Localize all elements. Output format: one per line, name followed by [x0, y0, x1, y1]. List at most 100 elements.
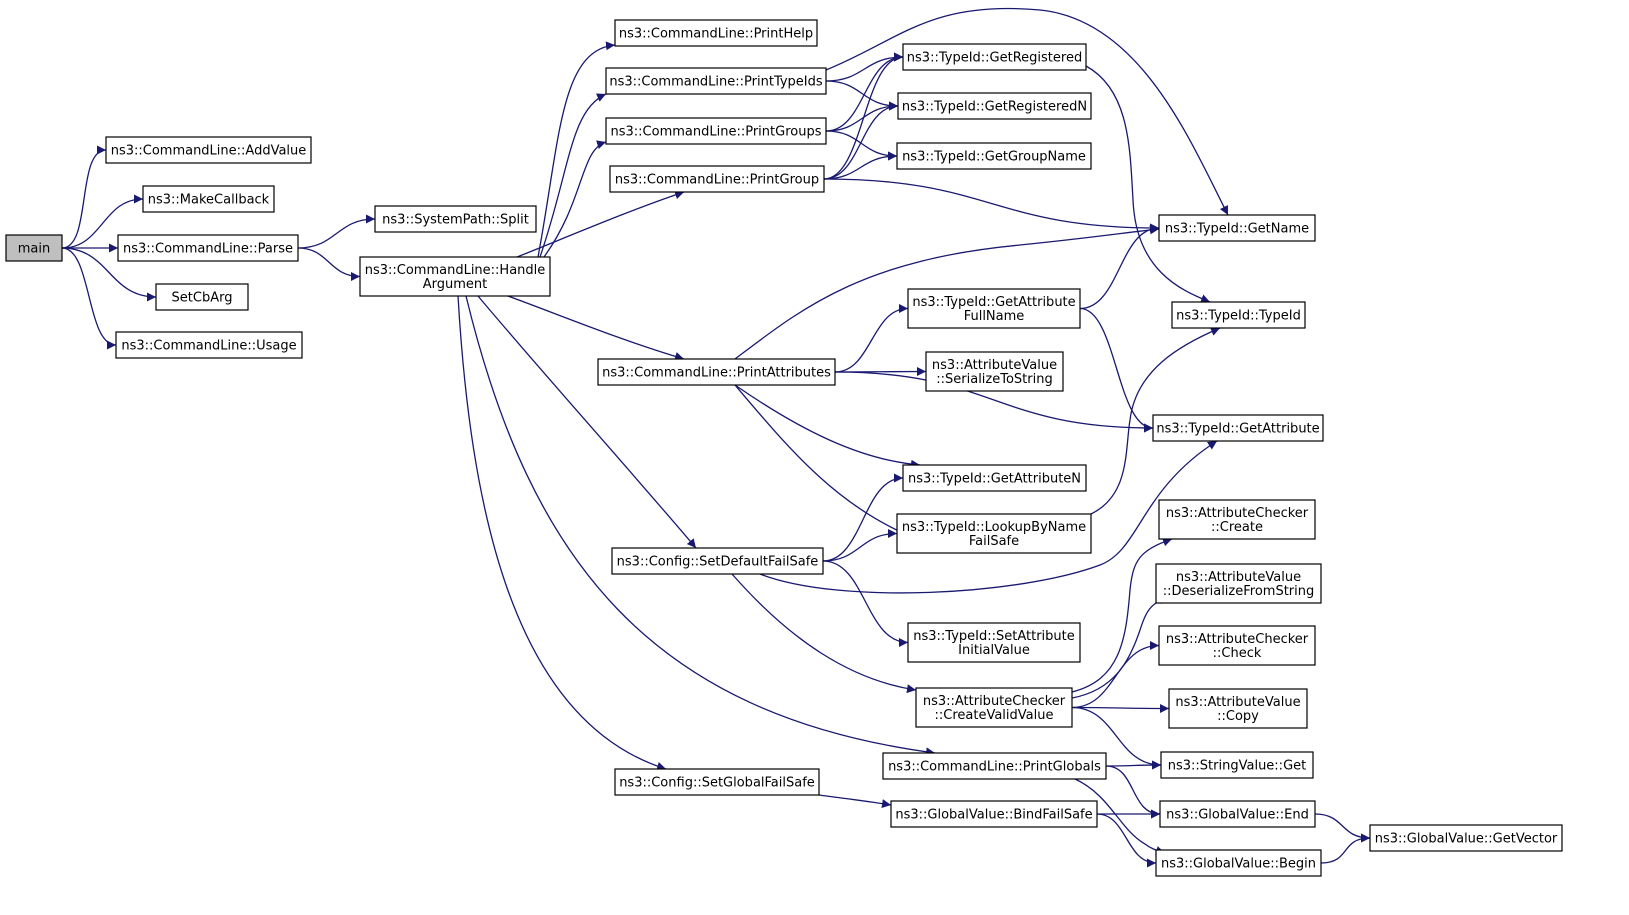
- node-label: ::Copy: [1217, 709, 1259, 724]
- node-getattributen[interactable]: ns3::TypeId::GetAttributeN: [902, 464, 1087, 492]
- edge-gvend-to-gvgetvector: [1314, 813, 1371, 843]
- node-setdefault[interactable]: ns3::Config::SetDefaultFailSafe: [611, 547, 824, 575]
- node-box: [597, 358, 836, 386]
- node-bindfailsafe[interactable]: ns3::GlobalValue::BindFailSafe: [890, 800, 1098, 828]
- node-label: ::Check: [1213, 646, 1262, 661]
- edge-printattributes-to-getname: [734, 225, 1160, 360]
- edge-handle-to-printgroups: [543, 140, 607, 258]
- edge-printglobals-to-gvend: [1105, 765, 1161, 819]
- node-getattribute[interactable]: ns3::TypeId::GetAttribute: [1152, 414, 1324, 442]
- edge-main-to-setcbarg: [61, 247, 157, 302]
- edge-createvalid-to-checkercreate: [1071, 537, 1173, 693]
- node-deserialize[interactable]: ns3::AttributeValue::DeserializeFromStri…: [1155, 563, 1322, 604]
- edge-createvalid-to-valuecopy: [1071, 703, 1170, 713]
- node-box: [907, 622, 1081, 663]
- node-printattributes[interactable]: ns3::CommandLine::PrintAttributes: [597, 358, 836, 386]
- node-label: ns3::AttributeChecker: [1166, 632, 1309, 647]
- node-printglobals[interactable]: ns3::CommandLine::PrintGlobals: [882, 752, 1107, 780]
- node-box: [1158, 625, 1316, 666]
- node-box: [1158, 499, 1316, 540]
- edge-handle-to-printhelp: [537, 41, 616, 258]
- node-label: ns3::TypeId::TypeId: [1176, 309, 1301, 324]
- edge-setdefault-to-lookup: [822, 529, 898, 562]
- edge-setdefault-to-createvalid: [731, 573, 917, 694]
- node-label: Argument: [423, 277, 488, 292]
- node-printgroup[interactable]: ns3::CommandLine::PrintGroup: [609, 165, 825, 193]
- edge-handle-to-printattributes: [507, 295, 685, 361]
- edge-handle-to-setglobal: [457, 295, 667, 771]
- node-box: [359, 256, 551, 297]
- edge-createvalid-to-deserialize: [1071, 594, 1171, 699]
- edge-setdefault-to-setattrinit: [822, 560, 909, 647]
- node-label: ns3::Config::SetGlobalFailSafe: [619, 776, 815, 791]
- node-getname[interactable]: ns3::TypeId::GetName: [1158, 214, 1316, 242]
- node-box: [1168, 688, 1308, 729]
- node-getregisteredn[interactable]: ns3::TypeId::GetRegisteredN: [897, 92, 1092, 120]
- node-box: [1155, 849, 1322, 877]
- node-label: ns3::TypeId::GetName: [1165, 222, 1309, 237]
- node-stringget[interactable]: ns3::StringValue::Get: [1160, 751, 1314, 779]
- edge-getattrfullname-to-getname: [1079, 223, 1160, 310]
- edge-printgroup-to-getregisteredn: [823, 101, 899, 180]
- edge-layer: [61, 7, 1371, 868]
- node-label: ns3::TypeId::SetAttribute: [913, 629, 1075, 644]
- node-checkercheck[interactable]: ns3::AttributeChecker::Check: [1158, 625, 1316, 666]
- node-createvalid[interactable]: ns3::AttributeChecker::CreateValidValue: [915, 687, 1073, 728]
- node-box: [896, 142, 1092, 170]
- node-gvend[interactable]: ns3::GlobalValue::End: [1159, 800, 1316, 828]
- node-getgroupname[interactable]: ns3::TypeId::GetGroupName: [896, 142, 1092, 170]
- edge-setdefault-to-getattribute: [759, 440, 1218, 594]
- edge-setdefault-to-getattributen: [822, 473, 904, 562]
- node-main[interactable]: main: [5, 234, 63, 262]
- edge-setglobal-to-bindfailsafe: [818, 794, 892, 809]
- node-label: InitialValue: [958, 643, 1030, 658]
- node-label: ns3::CommandLine::PrintGlobals: [888, 760, 1101, 775]
- edge-printtypeids-to-getname: [825, 7, 1229, 216]
- node-label: ns3::AttributeValue: [932, 358, 1057, 373]
- node-printhelp[interactable]: ns3::CommandLine::PrintHelp: [614, 19, 818, 47]
- node-box: [155, 283, 249, 311]
- node-label: ns3::GlobalValue::Begin: [1161, 857, 1316, 872]
- edge-handle-to-printglobals: [465, 295, 936, 757]
- node-printtypeids[interactable]: ns3::CommandLine::PrintTypeIds: [605, 67, 827, 95]
- node-printgroups[interactable]: ns3::CommandLine::PrintGroups: [605, 117, 827, 145]
- node-label: ns3::GlobalValue::GetVector: [1375, 832, 1558, 847]
- node-label: ns3::SystemPath::Split: [382, 213, 529, 228]
- node-label: ns3::StringValue::Get: [1168, 759, 1306, 774]
- edge-createvalid-to-stringget: [1071, 706, 1162, 770]
- node-setcbarg[interactable]: SetCbArg: [155, 283, 249, 311]
- node-label: ns3::AttributeValue: [1175, 695, 1300, 710]
- node-label: ::SerializeToString: [936, 372, 1052, 387]
- node-getregistered[interactable]: ns3::TypeId::GetRegistered: [902, 43, 1087, 71]
- node-label: ns3::CommandLine::PrintAttributes: [602, 366, 831, 381]
- node-valuecopy[interactable]: ns3::AttributeValue::Copy: [1168, 688, 1308, 729]
- node-label: ns3::MakeCallback: [148, 193, 270, 208]
- node-parse[interactable]: ns3::CommandLine::Parse: [117, 234, 299, 262]
- node-label: FailSafe: [969, 534, 1019, 549]
- node-label: ns3::AttributeValue: [1176, 570, 1301, 585]
- node-checkercreate[interactable]: ns3::AttributeChecker::Create: [1158, 499, 1316, 540]
- node-gvgetvector[interactable]: ns3::GlobalValue::GetVector: [1369, 824, 1563, 852]
- node-label: ns3::TypeId::GetAttribute: [1156, 422, 1319, 437]
- node-addvalue[interactable]: ns3::CommandLine::AddValue: [105, 136, 312, 164]
- edge-main-to-makecallback: [61, 194, 144, 249]
- node-setglobal[interactable]: ns3::Config::SetGlobalFailSafe: [614, 768, 820, 796]
- node-serialize[interactable]: ns3::AttributeValue::SerializeToString: [925, 351, 1064, 392]
- node-box: [882, 752, 1107, 780]
- node-box: [925, 351, 1064, 392]
- node-box: [1171, 301, 1306, 329]
- node-label: ns3::TypeId::GetRegisteredN: [902, 100, 1087, 115]
- node-usage[interactable]: ns3::CommandLine::Usage: [115, 331, 303, 359]
- node-split[interactable]: ns3::SystemPath::Split: [374, 205, 537, 233]
- node-typeid[interactable]: ns3::TypeId::TypeId: [1171, 301, 1306, 329]
- node-gvbegin[interactable]: ns3::GlobalValue::Begin: [1155, 849, 1322, 877]
- node-makecallback[interactable]: ns3::MakeCallback: [142, 185, 275, 213]
- node-box: [605, 67, 827, 95]
- node-label: ::DeserializeFromString: [1163, 584, 1315, 599]
- node-box: [117, 234, 299, 262]
- edge-printattributes-to-getattributen: [734, 384, 921, 469]
